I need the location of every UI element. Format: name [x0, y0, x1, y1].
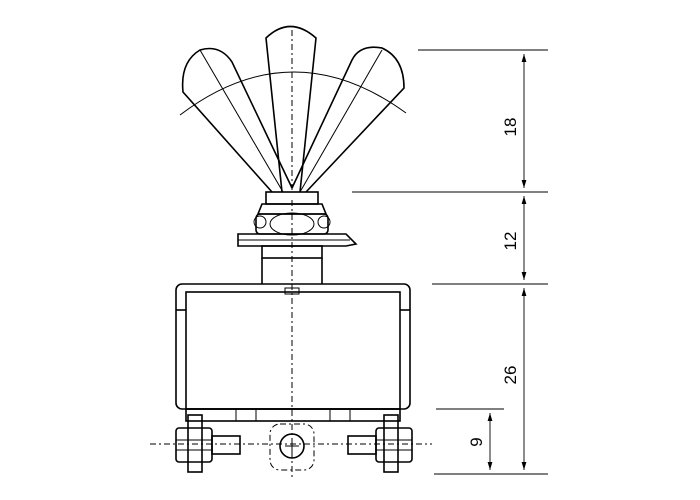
lever-right: [291, 46, 405, 193]
dim-bushing-label: 12: [501, 232, 520, 251]
terminal-base: [175, 408, 413, 473]
lever-left: [181, 47, 293, 193]
dim-terminal-label: 9: [467, 437, 486, 446]
dim-body-label: 26: [501, 366, 520, 385]
switch-body: [175, 283, 411, 410]
lever-swing-arc: [179, 71, 407, 116]
dim-lever-label: 18: [501, 118, 520, 137]
lever-center: [265, 25, 317, 193]
bushing: [237, 203, 358, 284]
